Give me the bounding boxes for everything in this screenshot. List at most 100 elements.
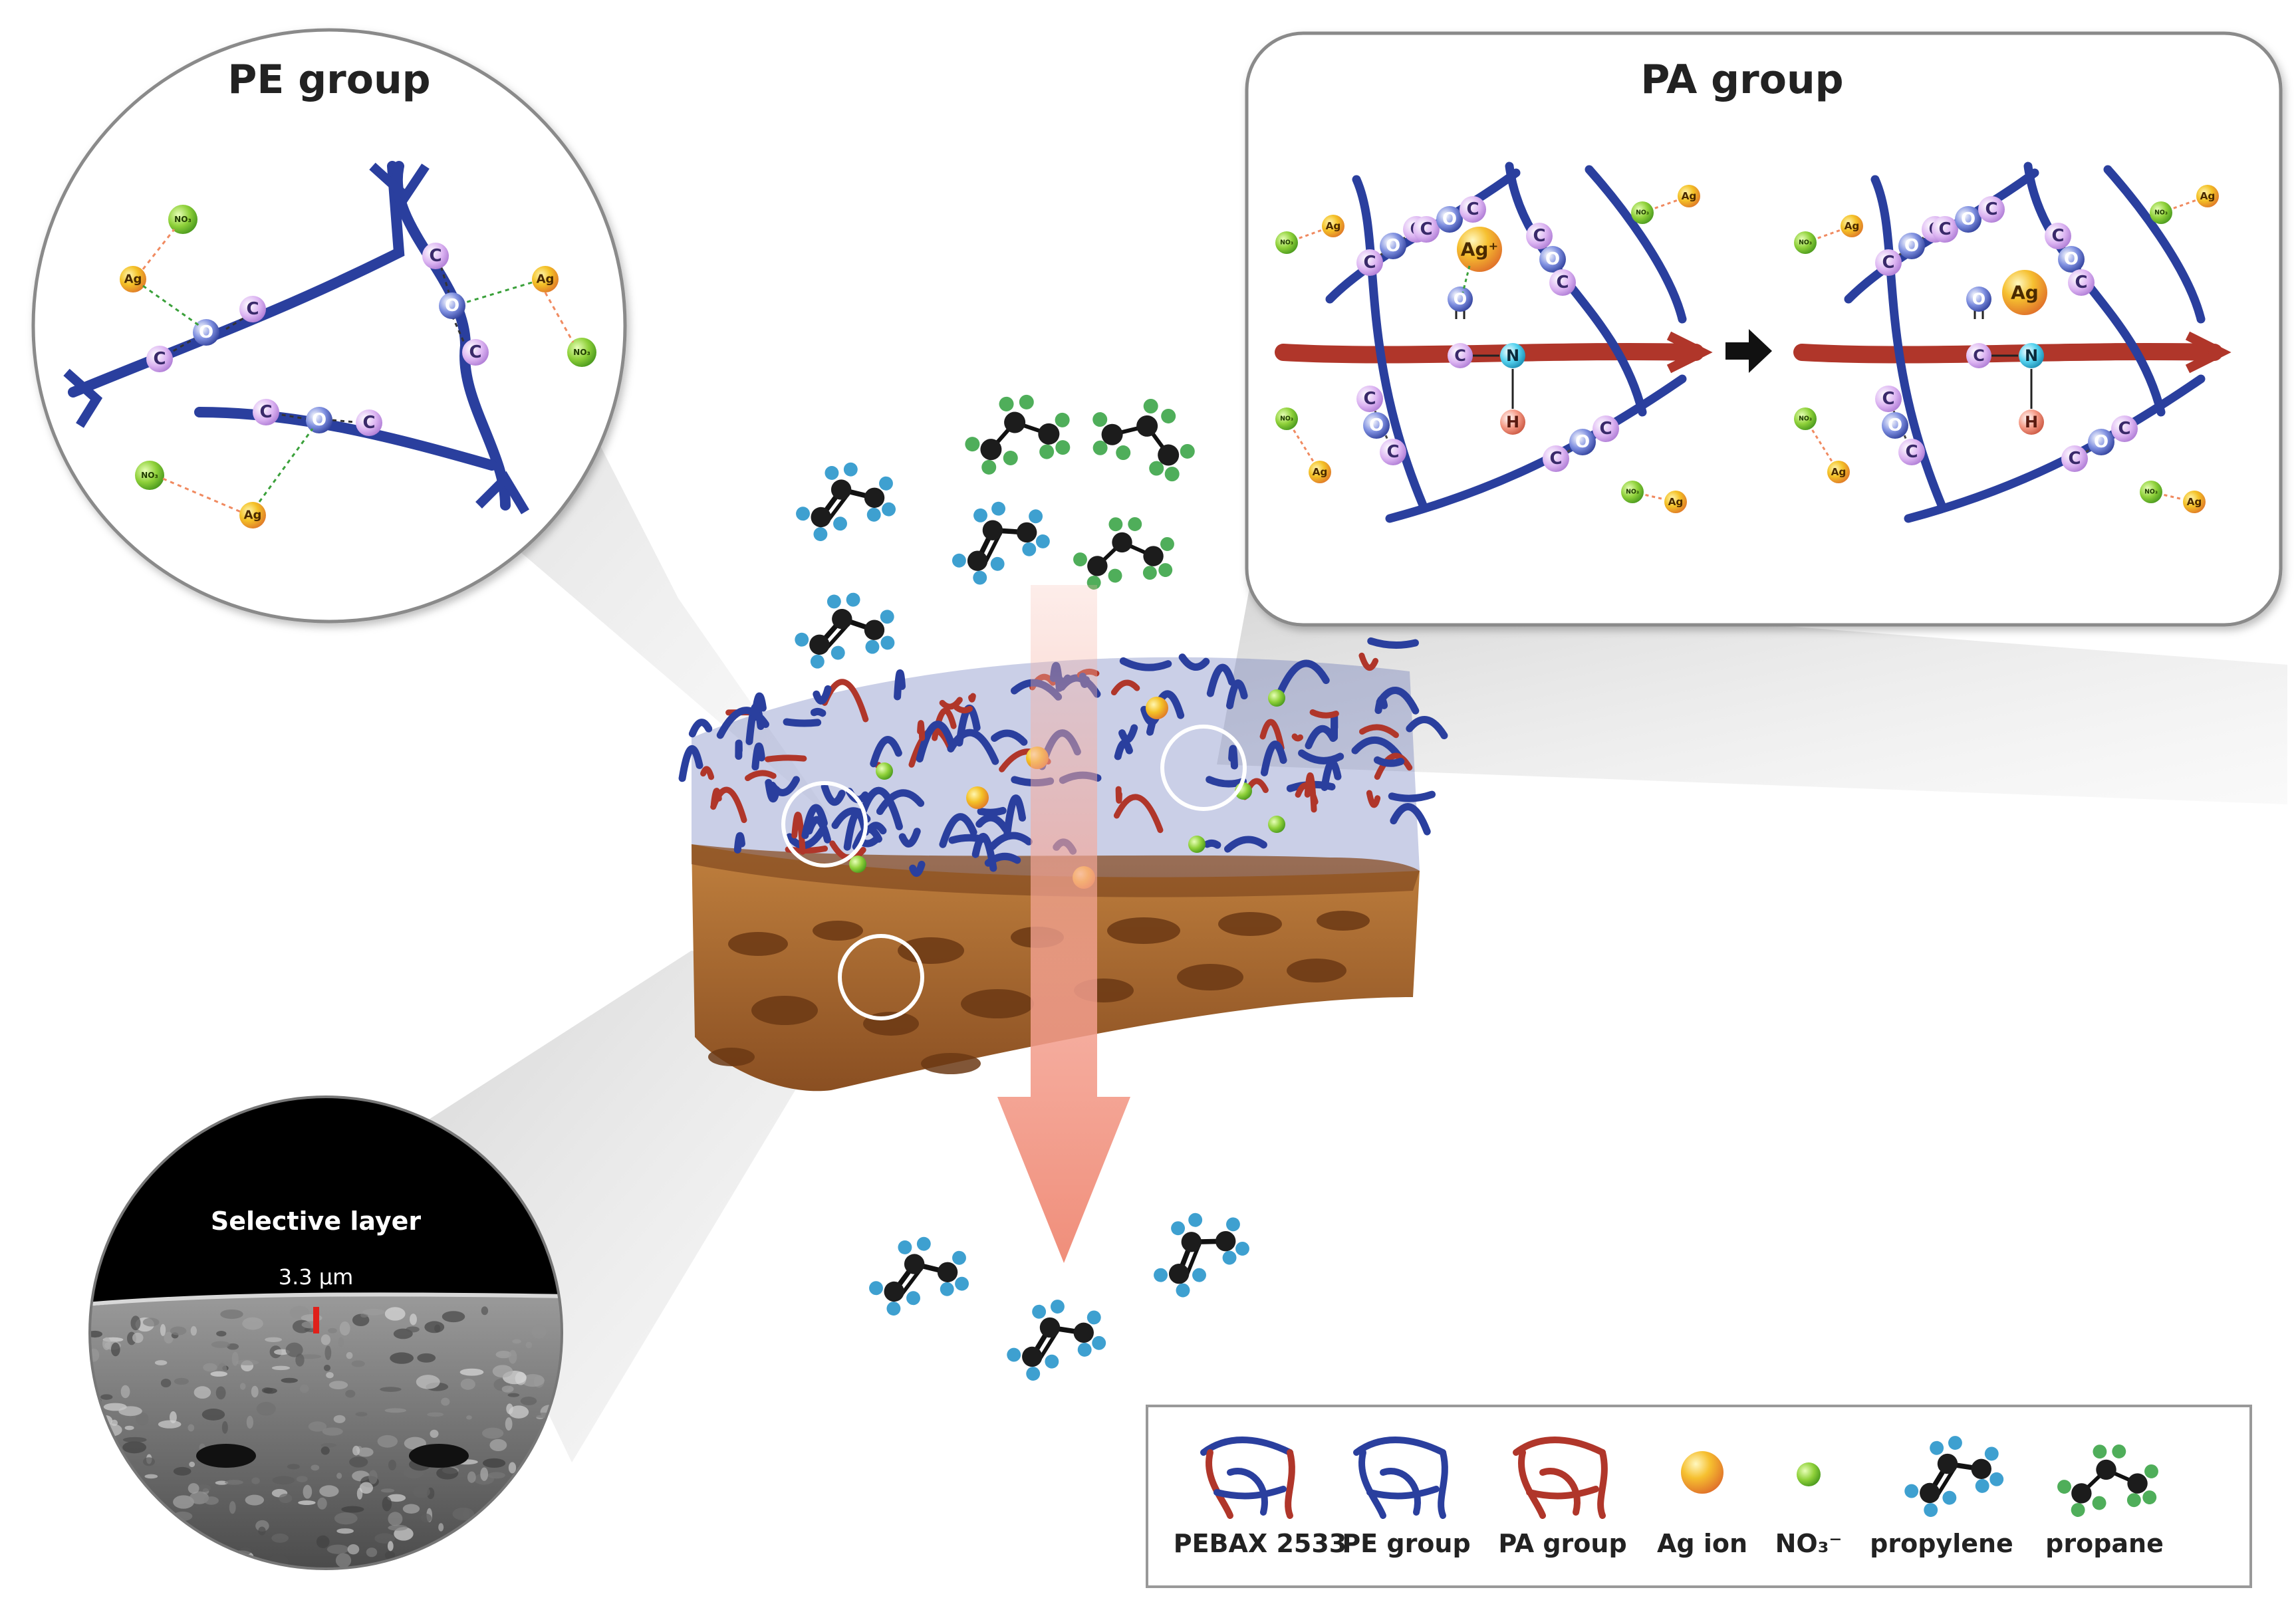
nitrate-ion: NO₃ — [1275, 407, 1298, 430]
substrate-pore — [1218, 912, 1282, 936]
silver-ion: Ag — [1841, 215, 1863, 237]
pe-chain — [1585, 165, 1687, 324]
thickness-marker — [313, 1307, 319, 1333]
permeation-arrow — [997, 585, 1130, 1263]
pe-chain — [2103, 165, 2206, 324]
silver-ion: Ag — [2183, 491, 2206, 513]
pe-segment — [971, 833, 997, 872]
carbon-atom: C — [1932, 216, 1958, 243]
svg-text:NO₃: NO₃ — [1799, 239, 1812, 247]
svg-text:O: O — [2064, 249, 2079, 269]
hydrogen-atom: H — [1500, 409, 1525, 435]
pe-segment — [1276, 659, 1330, 697]
nitrate-ion: NO₃ — [2140, 481, 2162, 503]
pe-segment — [1228, 745, 1238, 770]
legend-label-no3: NO₃⁻ — [1775, 1529, 1843, 1558]
legend-label-propylene: propylene — [1870, 1529, 2013, 1558]
pe-segment — [898, 828, 921, 848]
pa-segment — [710, 788, 722, 808]
pe-segment — [866, 822, 887, 835]
carbon-atom: C — [1593, 415, 1619, 442]
svg-text:C: C — [2068, 449, 2081, 469]
pe-segment — [805, 816, 831, 844]
svg-text:C: C — [1882, 389, 1894, 409]
pe-segment — [1390, 803, 1431, 836]
svg-text:NO₃: NO₃ — [1799, 415, 1812, 423]
svg-text:C: C — [153, 349, 166, 369]
pe-segment — [977, 806, 1007, 816]
pe-segment — [843, 809, 869, 851]
svg-text:Ag: Ag — [1668, 496, 1684, 508]
pa-segment — [1309, 709, 1339, 719]
svg-text:O: O — [1454, 290, 1467, 308]
pa-segment — [1110, 679, 1140, 696]
svg-text:C: C — [1533, 226, 1545, 246]
pa-segment — [791, 812, 806, 855]
nitrate-ion: NO₃ — [168, 205, 197, 234]
oxygen-atom: O — [2058, 246, 2085, 273]
nitrate-ion: NO₃ — [1631, 201, 1654, 224]
svg-text:O: O — [312, 410, 326, 430]
pe-segment — [716, 707, 769, 739]
pa-zoom-cone — [1217, 585, 2287, 804]
hydrogen-atom: H — [2019, 409, 2044, 435]
svg-text:O: O — [1386, 236, 1400, 256]
pe-segment — [939, 813, 977, 848]
pa-segment — [939, 697, 963, 710]
propylene-molecule — [1904, 1436, 2004, 1517]
pe-chain — [68, 161, 405, 398]
pe-segment — [1206, 776, 1247, 788]
thickness-label: 3.3 μm — [279, 1264, 354, 1290]
pe-segment — [916, 721, 956, 763]
carbon-atom: C — [1543, 445, 1569, 472]
substrate-pore — [961, 989, 1034, 1018]
legend-label-pe: PE group — [1342, 1529, 1470, 1558]
nitrate-ion: NO₃ — [2150, 201, 2172, 224]
silver-ion: Ag — [532, 266, 559, 292]
svg-text:C: C — [2075, 273, 2087, 292]
nitrate-ion — [876, 762, 893, 780]
svg-text:C: C — [429, 246, 442, 266]
pa-segment — [700, 766, 715, 780]
pe-segment — [1118, 724, 1138, 743]
coordination-link — [1462, 265, 1471, 293]
oxygen-atom: O — [1569, 429, 1596, 455]
substrate-pore — [728, 932, 788, 956]
pe-segment — [783, 718, 822, 727]
pe-segment — [1376, 687, 1420, 715]
propane-molecule — [965, 394, 1071, 475]
propylene-molecule — [796, 462, 896, 542]
bond-line — [265, 411, 307, 420]
substrate-pore — [1317, 911, 1370, 931]
silver-ion-large: Ag — [2002, 270, 2047, 315]
pe-segment — [1204, 839, 1221, 849]
svg-text:C: C — [1454, 346, 1466, 365]
legend-label-ag: Ag ion — [1657, 1529, 1747, 1558]
pe-segment — [894, 669, 906, 701]
pe-segment — [751, 742, 765, 771]
pa-segment — [1358, 652, 1379, 671]
svg-text:C: C — [1363, 389, 1376, 409]
pa-segment — [917, 720, 926, 741]
pa-segment — [932, 707, 957, 741]
substrate-pore — [1177, 964, 1243, 990]
nitrate-ion — [1268, 689, 1285, 707]
svg-text:Ag: Ag — [537, 273, 555, 287]
pa-chain — [1793, 342, 2223, 364]
ionic-link — [544, 292, 574, 343]
legend-label-pebax: PEBAX 2533 — [1174, 1529, 1346, 1558]
legend-ag-icon — [1681, 1451, 1723, 1494]
pa-segment — [1359, 724, 1399, 739]
svg-text:C: C — [259, 402, 272, 422]
svg-text:Ag: Ag — [1682, 190, 1697, 202]
nitrate-ion: NO₃ — [1794, 407, 1817, 430]
oxygen-atom: O — [439, 292, 465, 319]
pa-group-title: PA group — [1640, 57, 1843, 103]
substrate-pore — [813, 921, 863, 941]
pe-segment — [821, 782, 846, 806]
oxygen-atom: O — [1898, 233, 1925, 259]
carbon-atom: C — [1978, 196, 2005, 223]
svg-text:Ag: Ag — [2011, 282, 2039, 304]
oxygen-atom: O — [1380, 233, 1406, 259]
